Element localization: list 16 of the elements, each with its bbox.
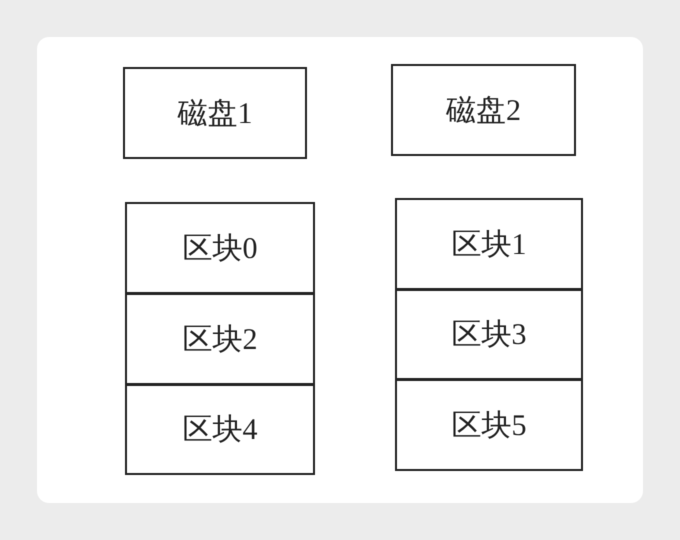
box-label: 区块3 xyxy=(452,317,526,353)
box-label: 磁盘1 xyxy=(178,96,252,132)
disk-block-box xyxy=(395,289,583,380)
disk-block-box xyxy=(123,67,307,159)
disk-block-box xyxy=(125,202,315,294)
disk-block-box xyxy=(391,64,576,156)
box-label: 区块2 xyxy=(182,322,258,358)
box-label: 区块5 xyxy=(452,408,526,444)
disk-block-box xyxy=(395,198,583,290)
disk-block-box xyxy=(125,293,315,385)
box-label: 磁盘2 xyxy=(446,92,521,128)
disk-block-box xyxy=(395,379,583,471)
disk-block-box xyxy=(125,384,315,475)
box-label: 区块4 xyxy=(182,412,258,448)
box-label: 区块1 xyxy=(452,226,526,262)
box-label: 区块0 xyxy=(182,230,258,266)
